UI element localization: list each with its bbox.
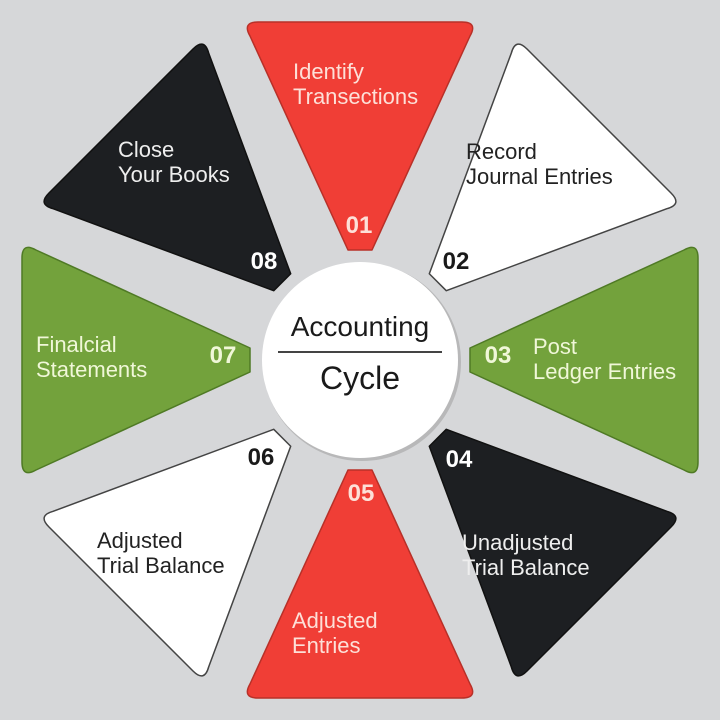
step-02-number: 02	[442, 248, 470, 275]
step-01-number: 01	[345, 212, 373, 239]
step-06-number: 06	[247, 444, 275, 471]
step-07-number: 07	[209, 342, 237, 369]
step-05-number: 05	[347, 480, 375, 507]
center-title-line2: Cycle	[319, 360, 400, 396]
center-title-line1: Accounting	[290, 311, 430, 342]
center-divider	[278, 351, 442, 353]
step-08-number: 08	[250, 248, 278, 275]
center-circle	[262, 262, 458, 458]
step-03-number: 03	[484, 342, 512, 369]
step-04-number: 04	[445, 446, 473, 473]
